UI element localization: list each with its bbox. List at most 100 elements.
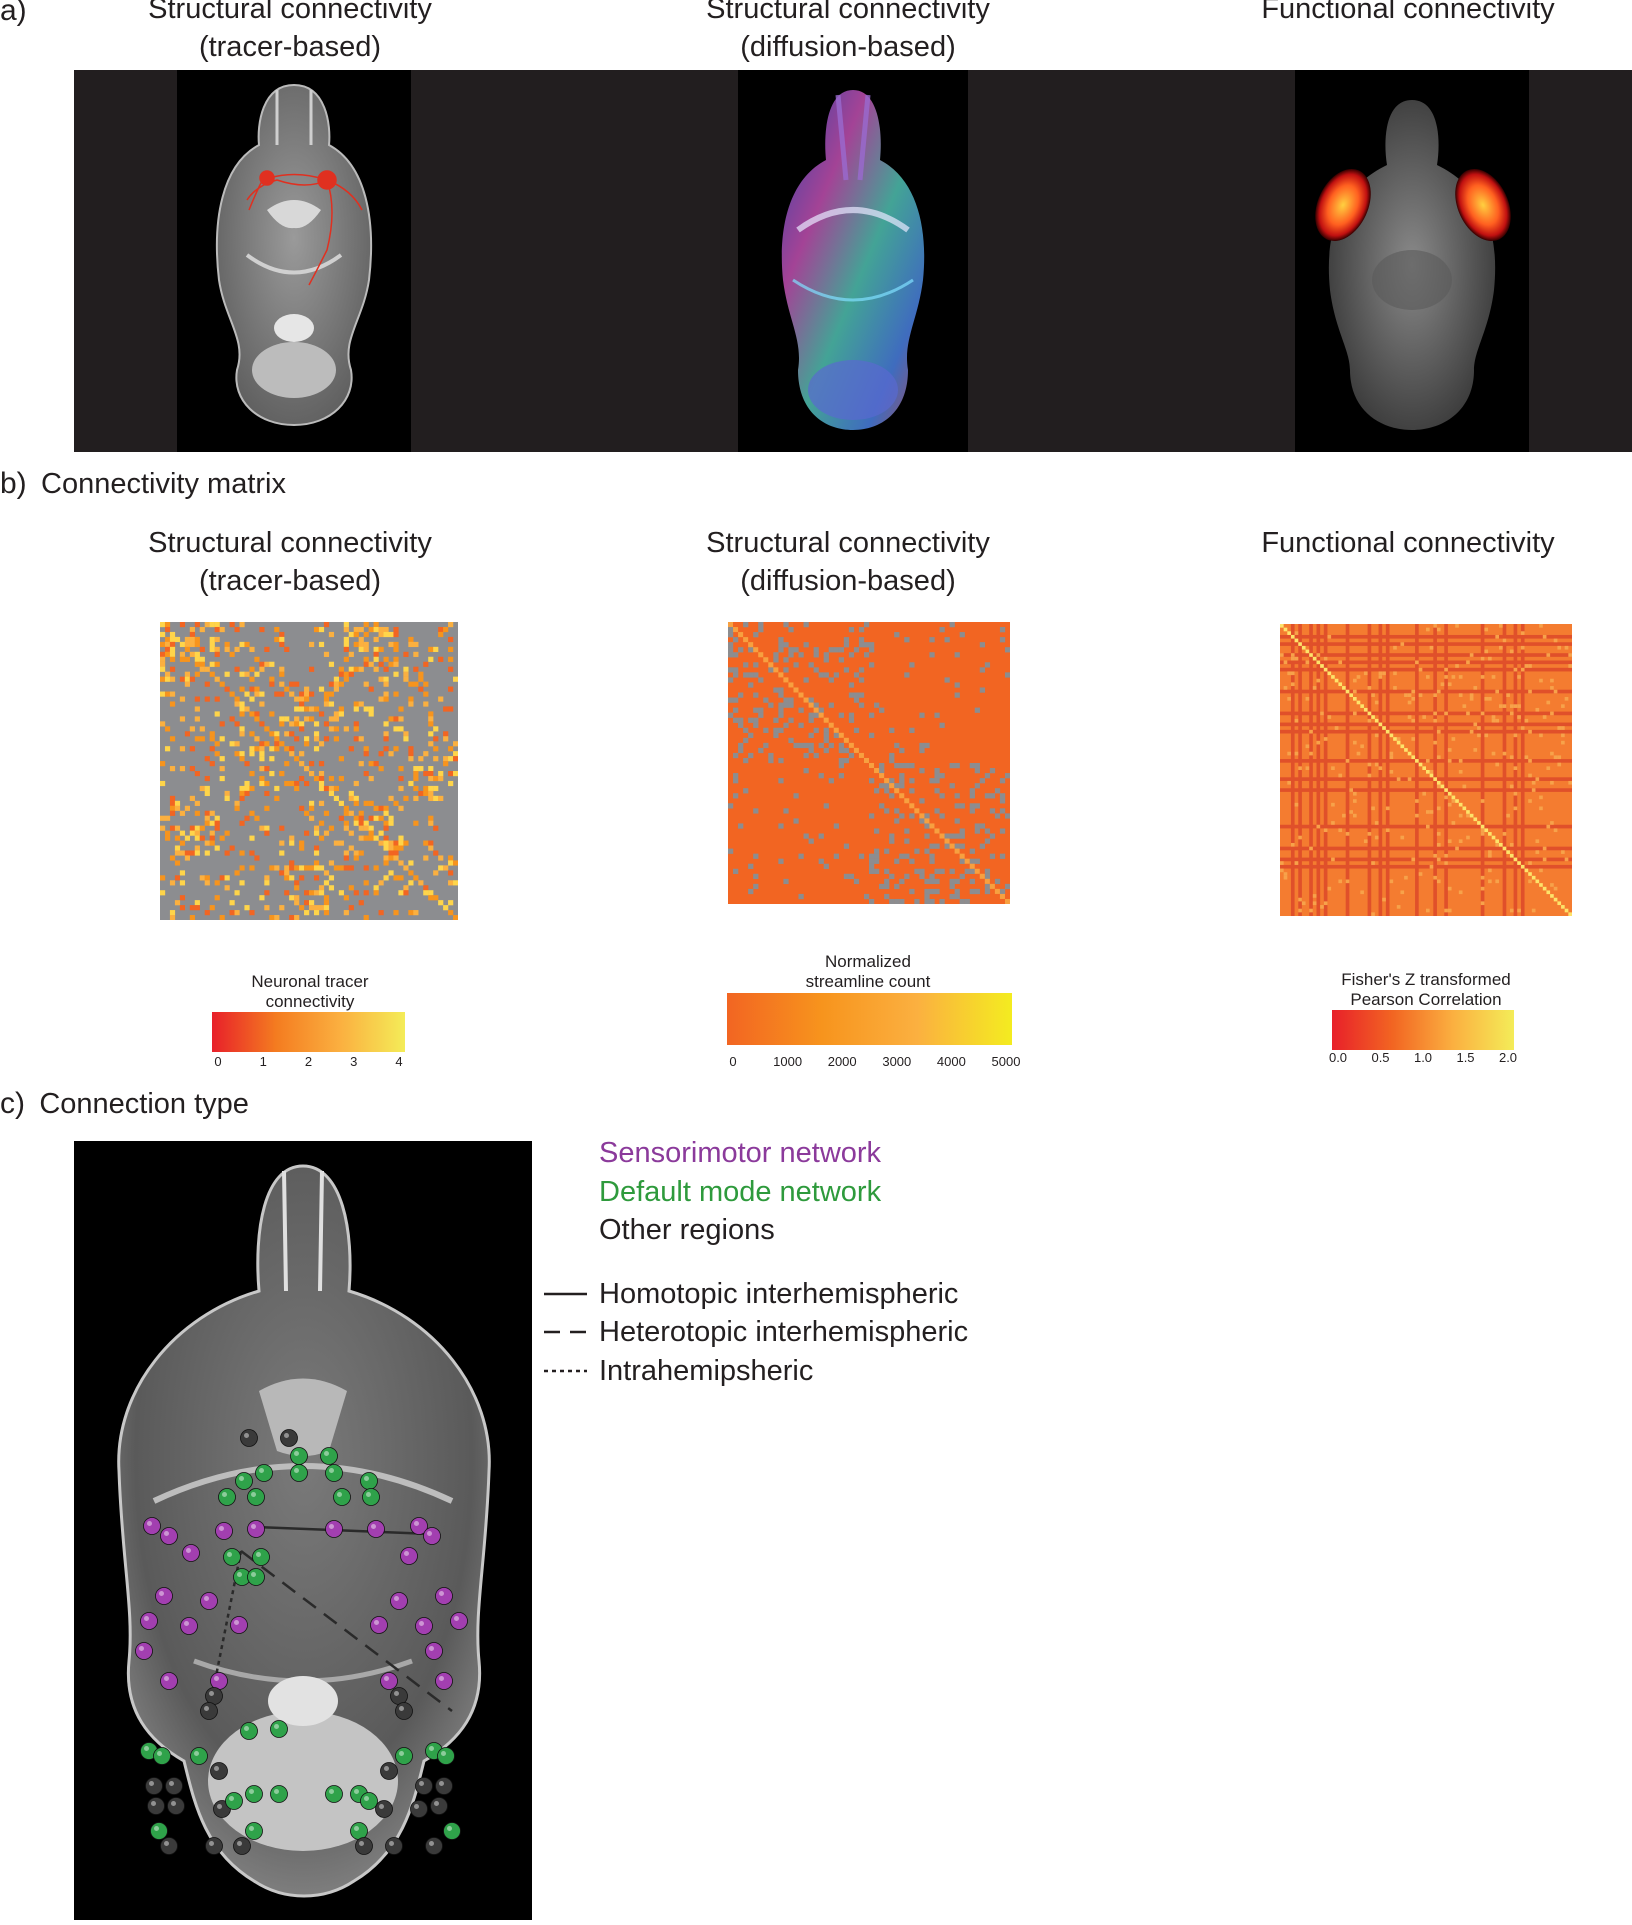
matrix-cell [1371,693,1375,697]
matrix-cell [838,742,845,749]
matrix-cell [418,686,424,692]
matrix-cell [408,636,414,643]
matrix-cell [184,656,190,662]
matrix-cell [160,875,166,881]
matrix-cell [378,661,384,667]
matrix-cell [353,800,359,806]
matrix-cell [373,622,379,628]
matrix-cell [299,696,305,702]
matrix-cell [869,898,875,904]
matrix-cell [1418,762,1423,767]
sensorimotor-node [423,1527,441,1545]
matrix-cell [823,732,829,739]
matrix-cell [778,647,784,653]
matrix-cell [428,820,434,826]
matrix-cell [348,746,354,752]
matrix-cell [199,785,205,792]
matrix-cell [408,696,414,702]
matrix-cell [313,736,320,742]
matrix-cell [219,736,225,742]
matrix-cell [848,692,855,698]
other-node [210,1762,228,1780]
matrix-cell [904,873,910,880]
matrix-cell [164,671,171,677]
matrix-cell [428,785,434,792]
node-highlight [154,1826,159,1831]
legend-sensorimotor: Sensorimotor network [599,1137,882,1169]
matrix-cell [1349,810,1353,814]
matrix-cell [338,815,344,821]
matrix-cell [234,800,240,806]
matrix-cell [1557,645,1562,650]
matrix-cell [1389,755,1394,760]
matrix-cell [1433,711,1437,716]
matrix-cell [879,763,885,769]
matrix-cell [753,717,759,723]
node-highlight [204,1596,209,1601]
matrix-cell [1568,780,1572,785]
matrix-cell [954,878,960,885]
matrix-cell [189,766,195,772]
matrix-cell [1550,751,1554,756]
matrix-cell [959,898,965,904]
matrix-cell [748,863,754,869]
matrix-cell [338,666,344,672]
matrix-cell [964,868,970,874]
matrix-cell [169,666,176,672]
matrix-cell [858,702,865,708]
matrix-cell [1323,737,1328,741]
matrix-cell [909,813,915,819]
matrix-cell [438,865,444,871]
matrix-cell [199,626,205,633]
matrix-cell [1393,645,1397,650]
matrix-cell [363,706,369,712]
matrix-cell [199,666,205,672]
node-highlight [404,1551,409,1556]
matrix-cell [1305,660,1310,665]
node-highlight [159,1591,164,1596]
matrix-cell [189,915,195,920]
matrix-cell [294,885,300,891]
panel-b-title-functional: Functional connectivity [1261,527,1555,559]
matrix-cell [368,775,374,782]
matrix-cell [333,785,339,792]
matrix-cell [1444,853,1448,858]
panel-b-title-diffusion: Structural connectivity (diffusion-based… [706,527,990,597]
matrix-cell [1323,828,1328,833]
matrix-cell [413,771,419,777]
matrix-cell [838,763,845,769]
matrix-cell [169,795,176,801]
matrix-cell [388,850,394,856]
matrix-cell [818,742,824,749]
matrix-cell [1309,729,1313,734]
matrix-cell [383,825,389,831]
matrix-cell [318,820,325,826]
node-highlight [429,1841,434,1846]
matrix-cell [1495,839,1499,843]
node-highlight [274,1789,279,1794]
matrix-cell [423,701,429,707]
matrix-cell [254,746,260,752]
matrix-cell [813,652,819,658]
matrix-cell [773,687,779,693]
matrix-cell [378,676,384,682]
matrix-cell [249,746,255,752]
matrix-cell [224,671,230,677]
matrix-cell [899,853,905,859]
matrix-cell [1455,624,1459,628]
matrix-cell [388,795,394,801]
matrix-cell [1535,879,1540,884]
matrix-cell [733,717,739,723]
matrix-cell [264,880,270,886]
matrix-cell [798,722,804,728]
matrix-cell [1433,624,1437,916]
matrix-cell [403,885,409,891]
matrix-cell [1331,857,1335,862]
matrix-cell [279,771,285,777]
matrix-cell [209,646,215,652]
matrix-cell [299,875,305,881]
matrix-cell [184,646,190,652]
matrix-cell [1422,715,1426,719]
matrix-cell [318,626,325,633]
matrix-cell [433,756,439,762]
